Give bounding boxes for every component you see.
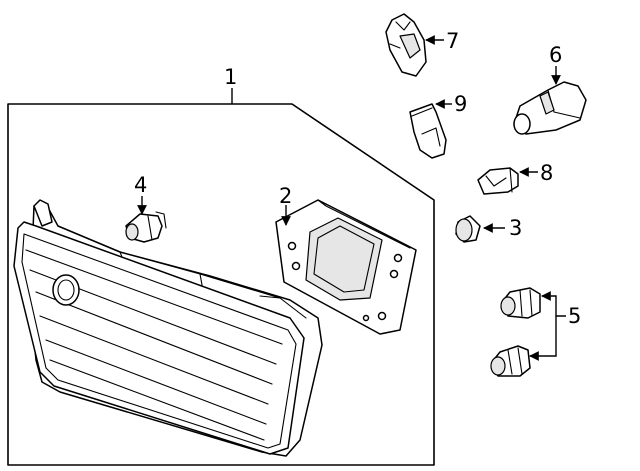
mounting-bracket bbox=[275, 199, 417, 335]
bulb-socket-6 bbox=[513, 81, 587, 135]
socket-5-upper bbox=[500, 287, 541, 319]
assembly-outline bbox=[7, 103, 435, 466]
socket-clip-7 bbox=[385, 13, 427, 77]
leader-5 bbox=[542, 295, 566, 317]
callout-3: 3 bbox=[509, 216, 522, 240]
callout-9: 9 bbox=[454, 92, 467, 116]
socket-cap bbox=[455, 215, 481, 243]
callout-8: 8 bbox=[540, 161, 553, 185]
callout-2: 2 bbox=[279, 184, 292, 208]
tail-lamp-housing bbox=[13, 199, 323, 457]
socket-5-lower bbox=[490, 345, 531, 377]
callout-1: 1 bbox=[224, 65, 237, 89]
callout-5: 5 bbox=[568, 304, 581, 328]
bulb-socket-4 bbox=[125, 211, 167, 243]
leader-5-lower bbox=[529, 316, 557, 361]
small-bulb-8 bbox=[477, 167, 519, 195]
callout-4: 4 bbox=[134, 173, 147, 197]
wedge-bulb-9 bbox=[409, 103, 447, 159]
callout-6: 6 bbox=[549, 43, 562, 67]
callout-7: 7 bbox=[446, 29, 459, 53]
